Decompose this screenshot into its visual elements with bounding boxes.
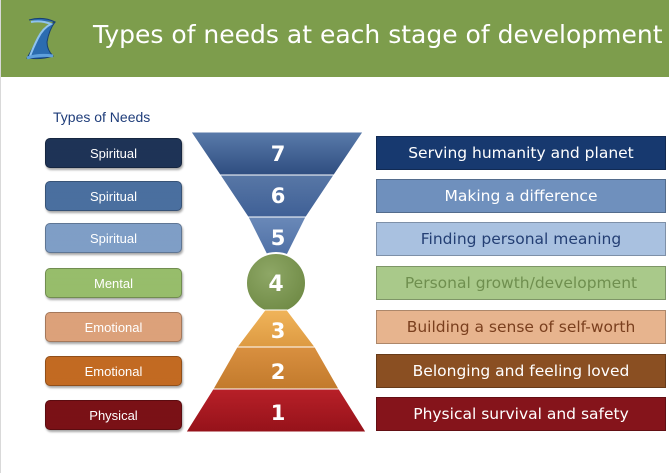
need-label-physical-1: Physical — [45, 400, 182, 430]
stage-number-7: 7 — [271, 142, 286, 166]
page-title: Types of needs at each stage of developm… — [93, 20, 663, 49]
stage-number-5: 5 — [271, 226, 286, 250]
stage-number-1: 1 — [271, 401, 286, 425]
stage-4-description: Personal growth/development — [376, 266, 666, 300]
need-label-spiritual-5: Spiritual — [45, 223, 182, 253]
title-banner: Types of needs at each stage of developm… — [1, 0, 669, 77]
stage-6-description: Making a difference — [376, 179, 666, 213]
stage-2-description: Belonging and feeling loved — [376, 354, 666, 388]
stage-5-description: Finding personal meaning — [376, 222, 666, 256]
need-label-emotional-3: Emotional — [45, 312, 182, 342]
stage-number-6: 6 — [271, 184, 286, 208]
need-label-emotional-2: Emotional — [45, 356, 182, 386]
stage-7-description: Serving humanity and planet — [376, 136, 666, 170]
stage-3-description: Building a sense of self-worth — [376, 310, 666, 344]
stage-number-2: 2 — [271, 360, 286, 384]
needs-column-heading: Types of Needs — [53, 109, 151, 125]
need-label-spiritual-6: Spiritual — [45, 181, 182, 211]
stage-number-4: 4 — [268, 272, 283, 297]
logo-icon — [26, 17, 57, 60]
need-label-mental-4: Mental — [45, 268, 182, 298]
need-label-spiritual-7: Spiritual — [45, 138, 182, 168]
stage-1-description: Physical survival and safety — [376, 397, 666, 431]
stage-number-3: 3 — [271, 319, 286, 343]
segment-1 — [185, 388, 367, 433]
